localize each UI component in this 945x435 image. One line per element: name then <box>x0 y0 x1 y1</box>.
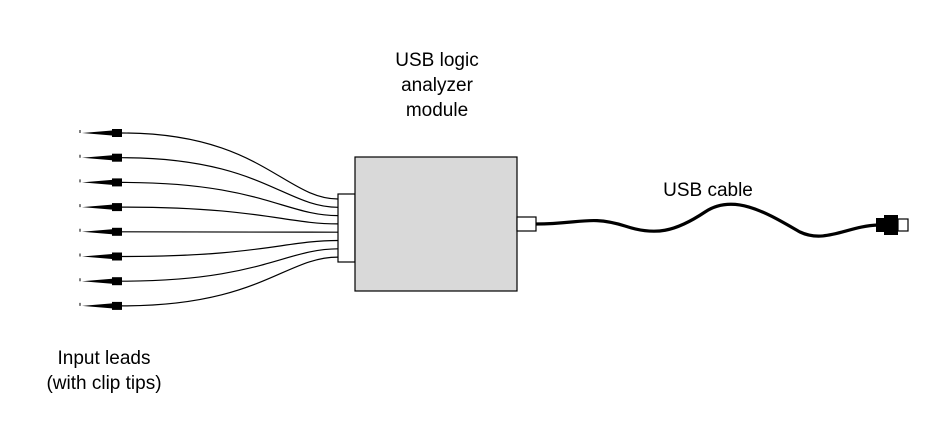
usb-port <box>516 216 537 232</box>
input-lead-clips <box>79 129 122 310</box>
clip-tip-icon <box>79 301 122 310</box>
input-leads-label-line-1: Input leads <box>57 348 151 369</box>
clip-tip-icon <box>79 227 122 236</box>
clip-tip-icon <box>79 178 122 187</box>
clip-tip-icon <box>79 203 122 212</box>
clip-tip-icon <box>79 153 122 162</box>
usb-cable <box>535 202 879 238</box>
input-lead-wire <box>121 248 339 282</box>
module-label-line-1: USB logic <box>395 50 479 71</box>
logic-analyzer-box-icon <box>354 156 518 292</box>
clip-tip-icon <box>79 252 122 261</box>
input-lead-wire <box>121 181 339 217</box>
module-label-line-3: module <box>405 100 469 121</box>
input-lead-wires <box>121 132 339 307</box>
input-leads-label: Input leads (with clip tips) <box>24 346 184 396</box>
usb-cable-label: USB cable <box>663 180 753 201</box>
module-label-line-2: analyzer <box>401 75 473 96</box>
usb-plug-icon <box>876 215 909 235</box>
module-label: USB logic analyzer module <box>372 48 502 123</box>
input-lead-wire <box>121 256 339 307</box>
clip-tip-icon <box>79 277 122 286</box>
lead-connector-block <box>337 193 356 263</box>
input-lead-wire <box>121 206 339 225</box>
input-lead-wire <box>121 239 339 258</box>
input-leads-label-line-2: (with clip tips) <box>46 373 162 394</box>
input-lead-wire <box>121 132 339 200</box>
clip-tip-icon <box>79 129 122 137</box>
input-lead-wire <box>121 157 339 208</box>
